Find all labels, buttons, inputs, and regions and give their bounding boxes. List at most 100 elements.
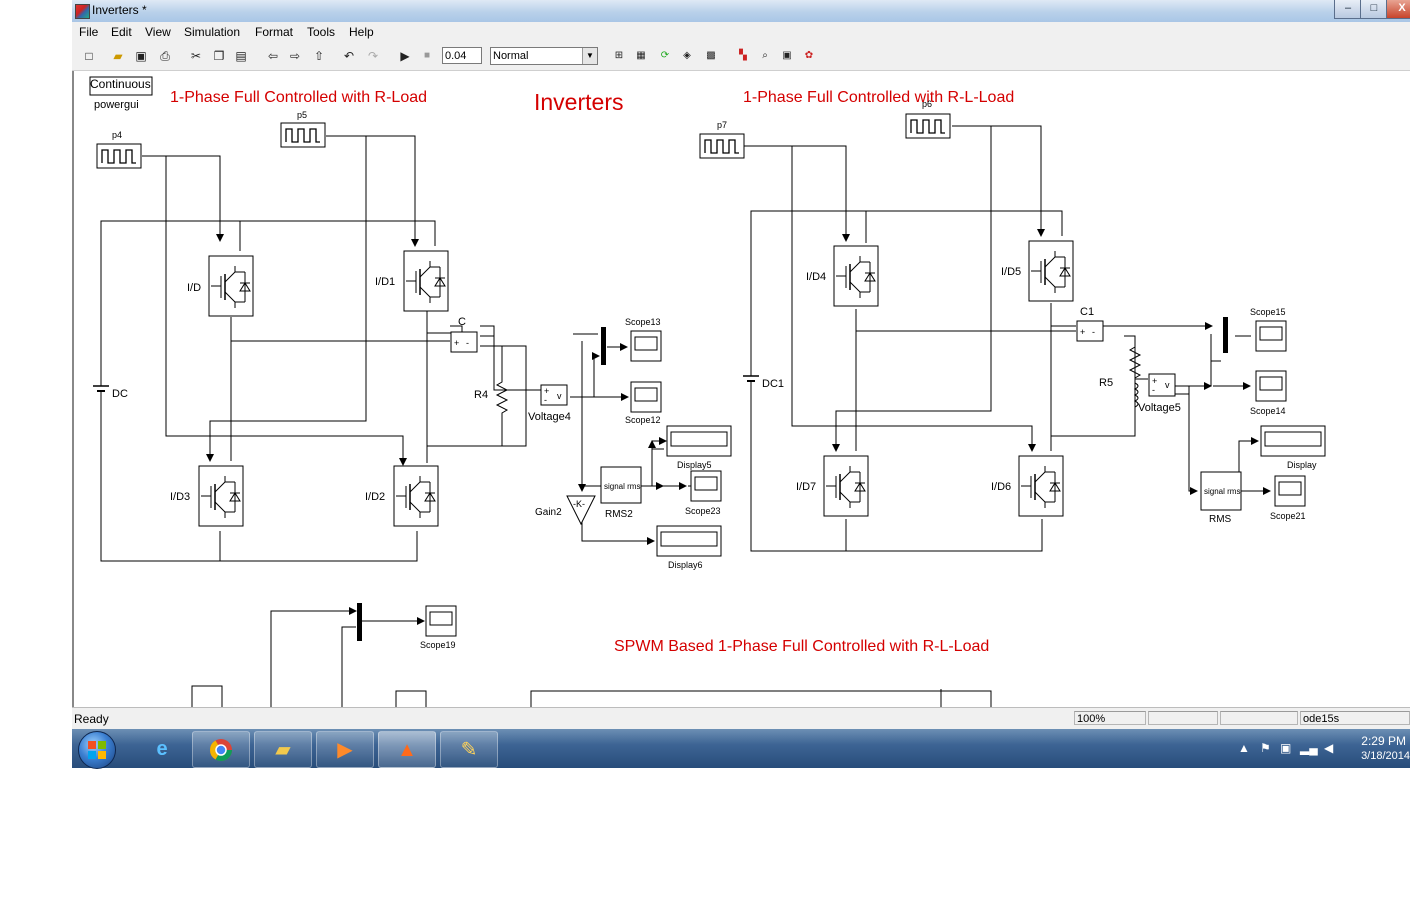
sine-wave-block[interactable] <box>191 685 223 707</box>
menu-view[interactable]: View <box>145 25 171 39</box>
menu-help[interactable]: Help <box>349 25 374 39</box>
partial-block[interactable] <box>395 690 427 707</box>
device-icon[interactable]: ▣ <box>1280 741 1292 755</box>
stop-simulation-icon[interactable]: ■ <box>423 50 431 61</box>
menu-simulation[interactable]: Simulation <box>184 25 241 39</box>
taskbar-chrome[interactable] <box>192 731 250 768</box>
network-signal-icon[interactable]: ▂▄ <box>1300 741 1318 755</box>
chevron-down-icon[interactable]: ▼ <box>582 48 597 64</box>
menu-tools[interactable]: Tools <box>307 25 336 39</box>
back-arrow-icon[interactable]: ⇦ <box>267 49 279 63</box>
model-explorer-icon[interactable]: ◈ <box>683 50 691 61</box>
open-folder-icon[interactable]: ▰ <box>113 49 123 63</box>
start-button[interactable] <box>78 731 116 769</box>
close-button[interactable]: X <box>1386 0 1410 19</box>
model-canvas[interactable]: Continuous powergui 1-Phase Full Control… <box>72 71 1410 707</box>
status-bar: Ready 100% ode15s <box>72 707 1410 729</box>
taskbar-explorer[interactable]: ▰ <box>254 731 312 768</box>
simulation-mode-select[interactable]: Normal ▼ <box>490 47 598 65</box>
pulse-generator-p7[interactable] <box>699 133 745 159</box>
taskbar-internet-explorer[interactable]: e <box>134 731 190 766</box>
copy-icon[interactable]: ❐ <box>213 49 225 63</box>
properties-icon[interactable]: ▣ <box>782 50 792 61</box>
action-center-flag-icon[interactable]: ⚑ <box>1260 741 1271 755</box>
scope-21[interactable] <box>1274 475 1306 507</box>
gain-value: -K- <box>573 499 585 509</box>
display-5[interactable] <box>666 425 732 457</box>
dc-voltage-source-2[interactable] <box>743 361 759 391</box>
taskbar-paint[interactable]: ✎ <box>440 731 498 768</box>
taskbar-matlab[interactable]: ▲ <box>378 731 436 768</box>
refresh-icon[interactable]: ⟳ <box>660 50 670 61</box>
menu-file[interactable]: File <box>79 25 99 39</box>
title-bar[interactable]: Inverters * – □ X <box>72 0 1410 22</box>
mux-2[interactable] <box>1223 317 1228 353</box>
voltage-measurement-5[interactable] <box>1148 373 1176 397</box>
show-hidden-icons-icon[interactable]: ▲ <box>1238 741 1250 755</box>
inductor-l5[interactable] <box>1133 382 1139 408</box>
dc-voltage-source-1[interactable] <box>93 371 109 401</box>
voltage-measurement-4[interactable] <box>540 384 568 406</box>
igbt-diode-block-1[interactable] <box>208 255 254 317</box>
cut-icon[interactable]: ✂ <box>190 49 202 63</box>
print-icon[interactable]: ⎙ <box>160 49 170 63</box>
solver-name: ode15s <box>1300 711 1410 725</box>
pulse-generator-p6[interactable] <box>905 113 951 139</box>
pulse-generator-p5[interactable] <box>280 122 326 148</box>
window-title: Inverters * <box>92 3 147 17</box>
zoom-icon[interactable]: ⌕ <box>762 50 768 61</box>
igbt-diode-block-2[interactable] <box>403 250 449 312</box>
clock-time[interactable]: 2:29 PM <box>1361 734 1406 748</box>
powergui-block[interactable] <box>89 76 153 96</box>
igbt-diode-block-7[interactable] <box>823 455 869 517</box>
clock-date[interactable]: 3/18/2014 <box>1361 750 1410 762</box>
library-browser-icon[interactable]: ▚ <box>739 50 747 61</box>
circuit-r-load: p4 p5 I/D I/D1 I/D3 I/D2 DC <box>93 110 732 570</box>
display-6[interactable] <box>656 525 722 557</box>
stop-time-field[interactable] <box>442 47 482 64</box>
redo-icon[interactable]: ↷ <box>367 49 379 63</box>
scope-19[interactable] <box>425 605 457 637</box>
current-measurement-c1[interactable] <box>1076 320 1104 342</box>
port-v-v5: v <box>1165 380 1170 390</box>
debugger-icon[interactable]: ▩ <box>706 50 716 61</box>
rms-block[interactable] <box>1200 471 1242 511</box>
update-diagram-icon[interactable]: ▦ <box>636 50 646 61</box>
scope-12[interactable] <box>630 381 662 413</box>
igbt-diode-block-6[interactable] <box>1028 240 1074 302</box>
gain-block-2[interactable] <box>566 495 596 526</box>
mux-1[interactable] <box>601 327 606 365</box>
igbt-diode-block-3[interactable] <box>198 465 244 527</box>
menu-format[interactable]: Format <box>255 25 294 39</box>
menu-edit[interactable]: Edit <box>111 25 132 39</box>
maximize-button[interactable]: □ <box>1360 0 1388 19</box>
paint-icon: ✎ <box>460 739 478 761</box>
rms-block-2[interactable] <box>600 466 642 504</box>
resistor-r4[interactable] <box>496 375 508 419</box>
forward-arrow-icon[interactable]: ⇨ <box>289 49 301 63</box>
new-model-icon[interactable]: □ <box>85 49 93 63</box>
scope-13[interactable] <box>630 330 662 362</box>
start-simulation-icon[interactable]: ▶ <box>400 49 410 63</box>
help-icon[interactable]: ✿ <box>804 50 814 61</box>
igbt-diode-block-4[interactable] <box>393 465 439 527</box>
label-display: Display <box>1287 460 1317 470</box>
build-icon[interactable]: ⊞ <box>614 50 624 61</box>
igbt-diode-block-5[interactable] <box>833 245 879 307</box>
taskbar-media-player[interactable]: ▶ <box>316 731 374 768</box>
label-scope19: Scope19 <box>420 640 456 650</box>
undo-icon[interactable]: ↶ <box>343 49 355 63</box>
up-arrow-icon[interactable]: ⇧ <box>313 49 325 63</box>
igbt-diode-block-8[interactable] <box>1018 455 1064 517</box>
mux-3[interactable] <box>357 603 362 641</box>
minimize-button[interactable]: – <box>1334 0 1362 19</box>
current-measurement-c[interactable] <box>450 331 478 353</box>
scope-23[interactable] <box>690 470 722 502</box>
display[interactable] <box>1260 425 1326 457</box>
volume-muted-icon[interactable]: ◀ <box>1324 741 1334 755</box>
save-icon[interactable]: ▣ <box>135 49 147 63</box>
scope-15[interactable] <box>1255 320 1287 352</box>
paste-icon[interactable]: ▤ <box>235 49 247 63</box>
pulse-generator-p4[interactable] <box>96 143 142 169</box>
scope-14[interactable] <box>1255 370 1287 402</box>
